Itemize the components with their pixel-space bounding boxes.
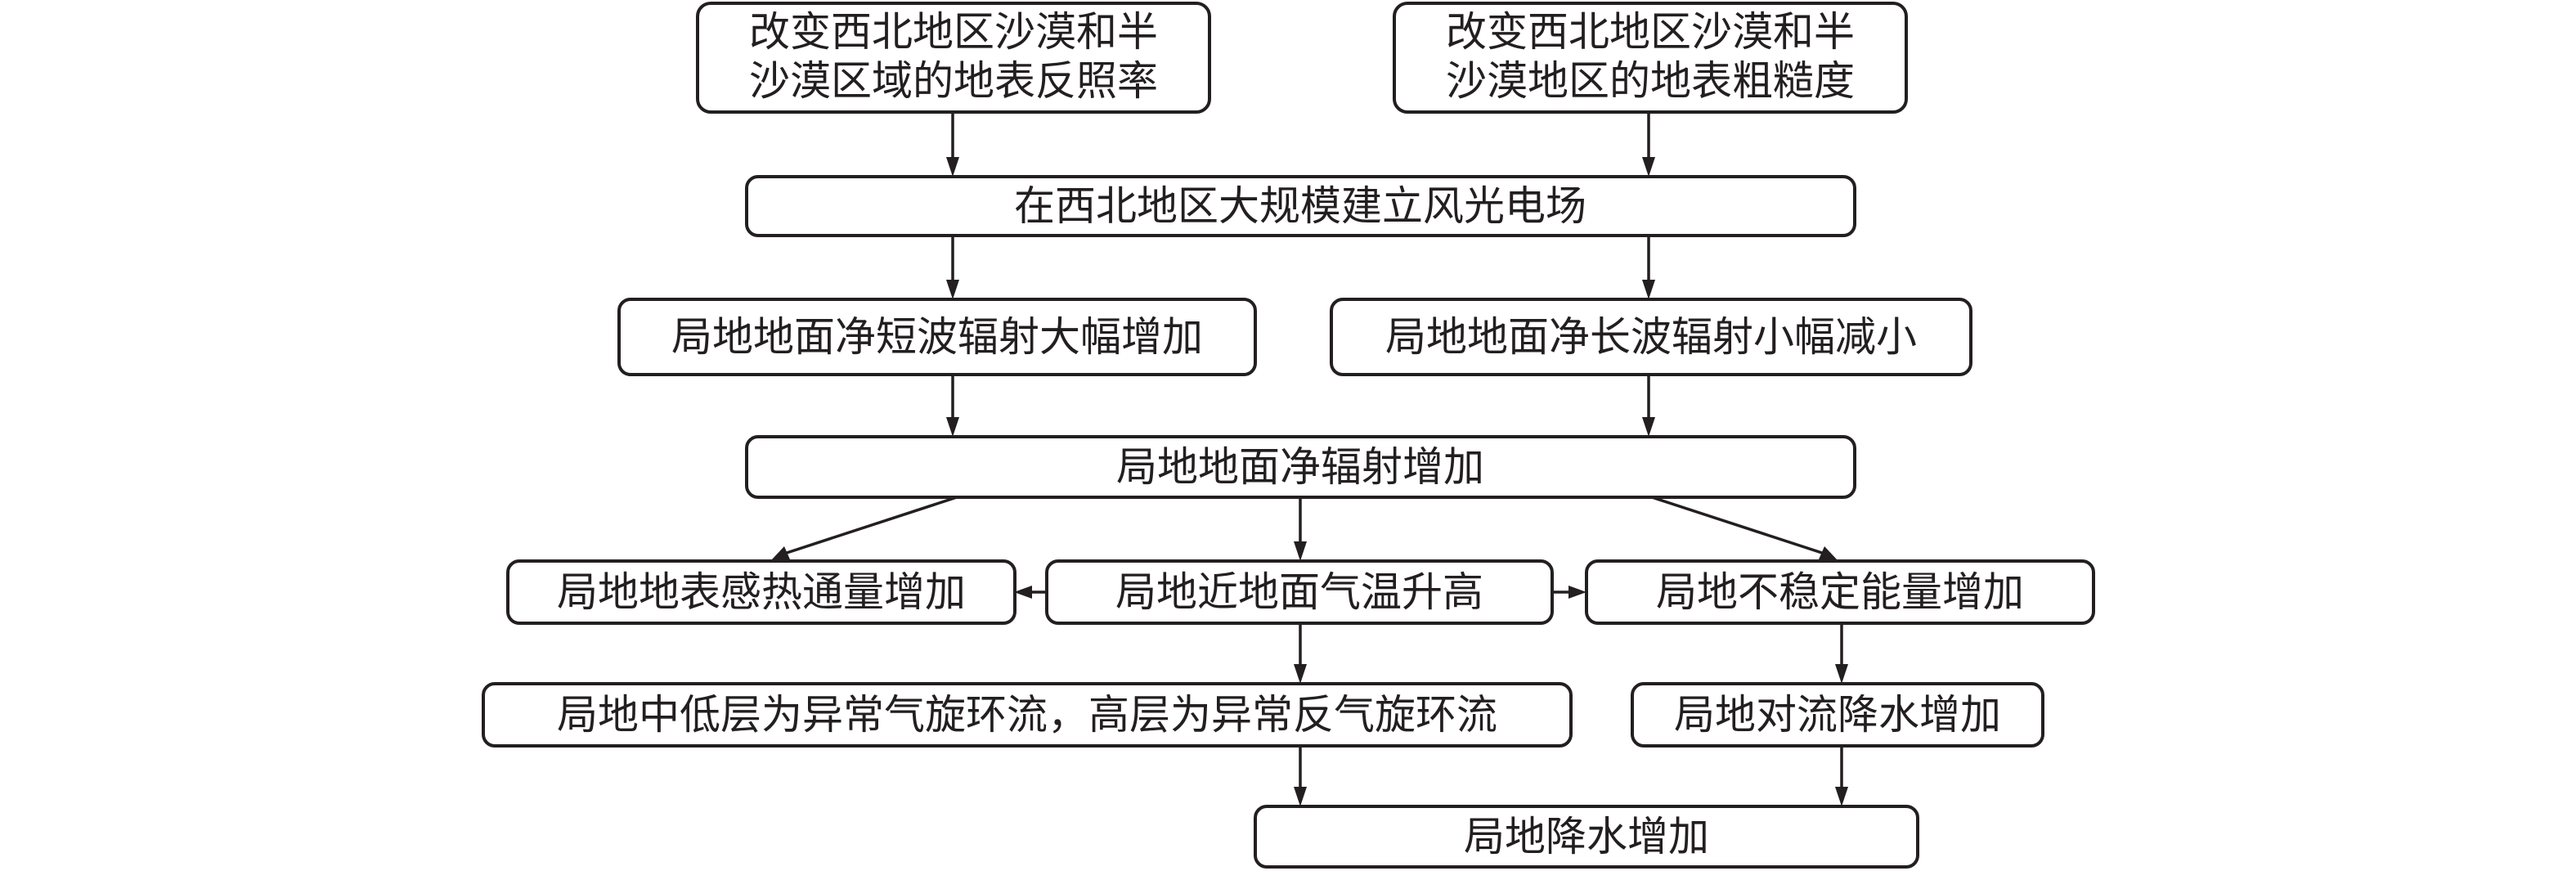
- node-shortwave-label: 局地地面净短波辐射大幅增加: [671, 313, 1203, 361]
- node-sensible-heat-label: 局地地表感热通量增加: [557, 568, 966, 616]
- arrowhead: [946, 280, 959, 299]
- arrowhead: [772, 546, 790, 559]
- node-sensible-heat: 局地地表感热通量增加: [506, 559, 1016, 625]
- node-longwave-label: 局地地面净长波辐射小幅减小: [1385, 313, 1917, 361]
- node-precip-label: 局地降水增加: [1464, 813, 1709, 860]
- node-convective-precip-label: 局地对流降水增加: [1674, 691, 2001, 739]
- arrowhead: [1294, 541, 1307, 561]
- node-circulation: 局地中低层为异常气旋环流，高层为异常反气旋环流: [482, 682, 1573, 748]
- node-instability: 局地不稳定能量增加: [1585, 559, 2095, 625]
- node-net-radiation: 局地地面净辐射增加: [745, 435, 1856, 499]
- edge-net-radiation-to-instability: [1651, 496, 1823, 554]
- arrowhead: [1642, 157, 1655, 177]
- node-shortwave: 局地地面净短波辐射大幅增加: [617, 298, 1257, 376]
- arrowhead: [1835, 664, 1848, 684]
- arrowhead: [1568, 586, 1586, 599]
- arrowhead: [1835, 787, 1848, 806]
- node-air-temp-label: 局地近地面气温升高: [1115, 568, 1483, 616]
- node-precip: 局地降水增加: [1254, 805, 1919, 869]
- arrowhead: [946, 417, 959, 437]
- arrowhead: [1642, 417, 1655, 437]
- edge-net-radiation-to-sensible-heat: [786, 496, 958, 554]
- node-albedo-line-1: 改变西北地区沙漠和半: [749, 8, 1158, 56]
- node-convective-precip: 局地对流降水增加: [1631, 682, 2044, 748]
- arrowhead: [1014, 586, 1032, 599]
- node-net-radiation-label: 局地地面净辐射增加: [1116, 443, 1484, 491]
- edges: [772, 112, 1848, 806]
- arrowhead: [1294, 787, 1307, 806]
- node-longwave: 局地地面净长波辐射小幅减小: [1330, 298, 1972, 376]
- node-roughness-line-1: 改变西北地区沙漠和半: [1446, 8, 1855, 56]
- node-roughness: 改变西北地区沙漠和半 沙漠地区的地表粗糙度: [1393, 2, 1908, 114]
- node-roughness-line-2: 沙漠地区的地表粗糙度: [1446, 57, 1855, 105]
- arrowhead: [1642, 280, 1655, 299]
- arrowhead: [1294, 664, 1307, 684]
- node-circulation-label: 局地中低层为异常气旋环流，高层为异常反气旋环流: [557, 691, 1497, 739]
- node-wind-solar: 在西北地区大规模建立风光电场: [745, 175, 1856, 237]
- node-instability-label: 局地不稳定能量增加: [1656, 568, 2024, 616]
- node-air-temp: 局地近地面气温升高: [1045, 559, 1554, 625]
- arrowhead: [1819, 546, 1837, 559]
- arrowhead: [946, 157, 959, 177]
- node-wind-solar-label: 在西北地区大规模建立风光电场: [1014, 182, 1586, 230]
- node-albedo: 改变西北地区沙漠和半 沙漠区域的地表反照率: [696, 2, 1211, 114]
- node-albedo-line-2: 沙漠区域的地表反照率: [749, 57, 1158, 105]
